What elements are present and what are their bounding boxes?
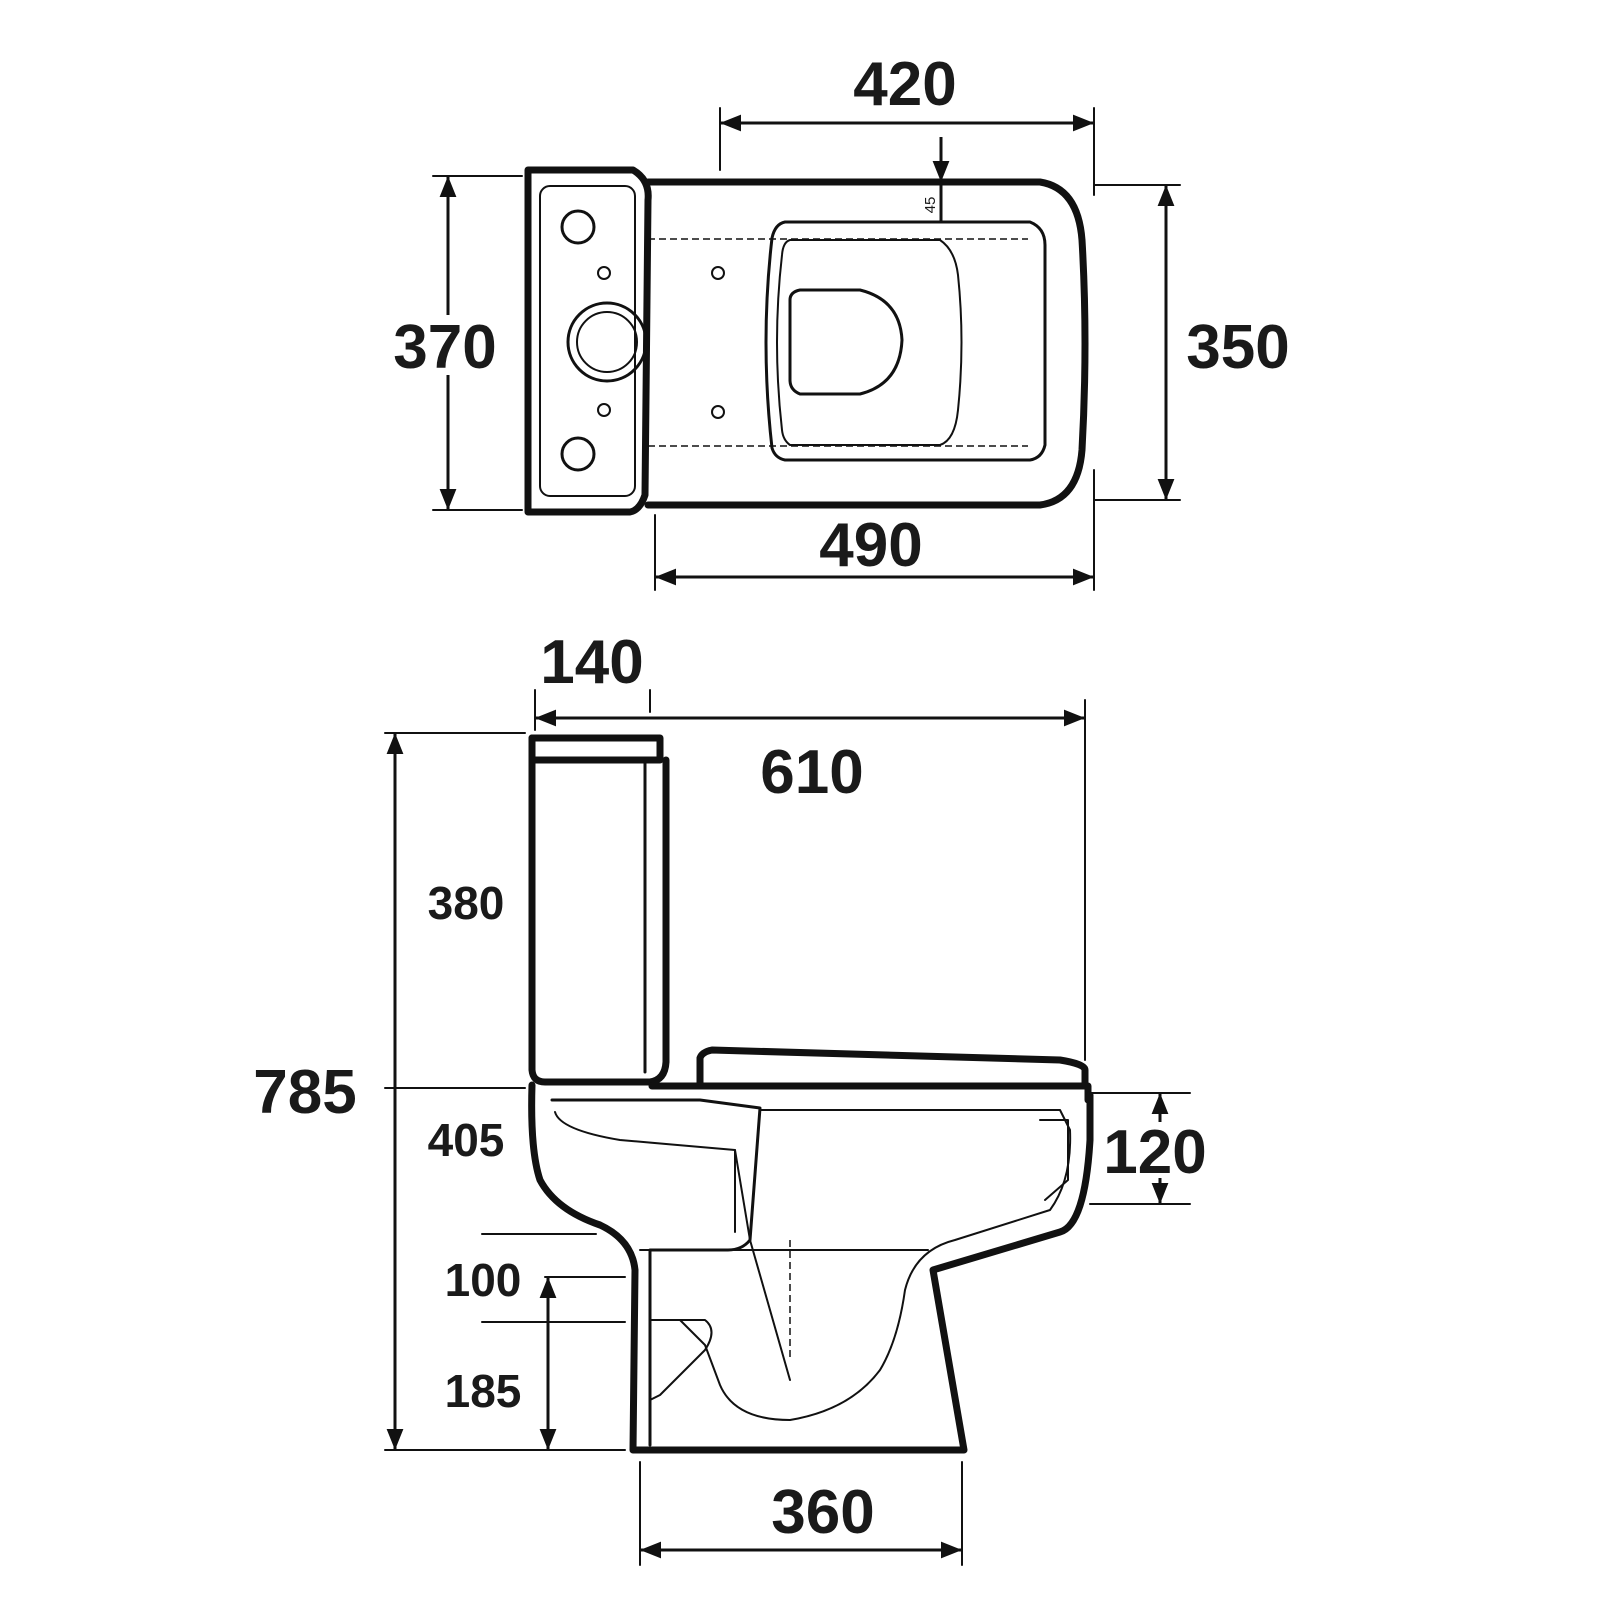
seat-fixing-hole-icon bbox=[711, 405, 725, 419]
top-view: 420 45 370 350 490 bbox=[380, 50, 1300, 591]
dimension-420: 420 bbox=[719, 50, 1095, 196]
dim-label-100: 100 bbox=[445, 1254, 522, 1306]
dim-label-120: 120 bbox=[1103, 1118, 1206, 1187]
dim-label-140: 140 bbox=[540, 628, 643, 697]
dim-label-420: 420 bbox=[853, 50, 956, 119]
dimension-120: 120 bbox=[1089, 1092, 1210, 1205]
dimension-490: 490 bbox=[654, 469, 1095, 591]
dim-label-370: 370 bbox=[393, 313, 496, 382]
dim-label-360: 360 bbox=[771, 1478, 874, 1547]
bowl-opening bbox=[788, 288, 904, 396]
dimension-45: 45 bbox=[922, 137, 950, 222]
dim-label-785: 785 bbox=[253, 1058, 356, 1127]
dimension-370: 370 bbox=[380, 175, 523, 511]
cistern-side-outline bbox=[528, 734, 670, 1086]
flush-button-icon bbox=[566, 301, 648, 383]
seat-side-outline bbox=[648, 1046, 1092, 1104]
dim-label-350: 350 bbox=[1186, 313, 1289, 382]
fixing-hole-icon bbox=[597, 266, 611, 280]
fixing-hole-icon bbox=[597, 403, 611, 417]
pan-side-outline bbox=[528, 1081, 1094, 1454]
dimension-140: 140 bbox=[534, 628, 651, 731]
seat-fixing-hole-icon bbox=[711, 266, 725, 280]
seat-lid-outline bbox=[764, 220, 1047, 462]
dim-label-380: 380 bbox=[428, 877, 505, 929]
dimension-100-185: 100 185 bbox=[445, 1233, 626, 1450]
dim-label-185: 185 bbox=[445, 1365, 522, 1417]
dimension-360: 360 bbox=[639, 1461, 963, 1566]
dimension-610: 610 bbox=[535, 699, 1086, 1061]
dim-label-405: 405 bbox=[428, 1114, 505, 1166]
cistern-top-outline bbox=[524, 166, 652, 516]
pan-top-outline bbox=[644, 178, 1089, 509]
dim-label-490: 490 bbox=[819, 511, 922, 580]
button-hole-icon bbox=[560, 436, 596, 472]
dim-label-610: 610 bbox=[760, 738, 863, 807]
dimension-785: 785 bbox=[248, 732, 626, 1451]
dimension-350: 350 bbox=[1094, 184, 1300, 501]
side-view: 140 610 380 785 405 120 bbox=[248, 628, 1210, 1566]
dim-label-45: 45 bbox=[922, 197, 939, 214]
button-hole-icon bbox=[560, 209, 596, 245]
